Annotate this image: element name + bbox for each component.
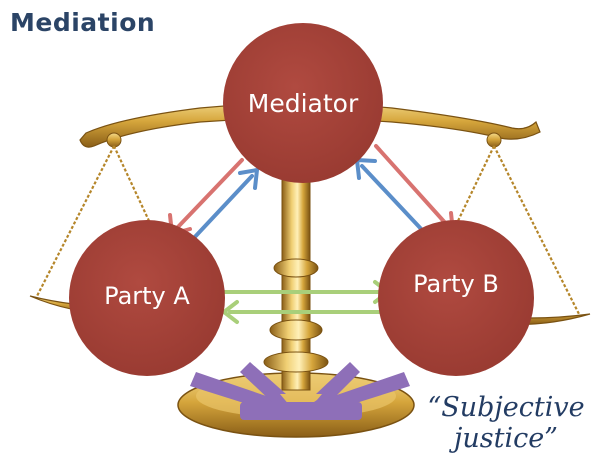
arrows-converging-to-base <box>190 362 410 420</box>
column-ring-lower <box>269 319 323 341</box>
arrow-party-b-to-mediator <box>355 158 426 234</box>
beam-end-left <box>106 132 122 148</box>
beam-end-right <box>486 132 502 148</box>
chain-right-outer <box>493 145 581 317</box>
node-mediator: Mediator <box>223 23 383 183</box>
column-ring-upper <box>273 258 319 278</box>
node-party-b-label: Party B <box>413 270 499 298</box>
arrow-party-b-to-party-a <box>222 300 386 324</box>
note-line-2: justice” <box>453 423 558 454</box>
diagram-title: Mediation <box>10 8 156 37</box>
node-party-a-label: Party A <box>104 282 190 310</box>
node-mediator-label: Mediator <box>248 89 359 118</box>
node-party-b: Party B <box>378 220 534 376</box>
purple-arrow-base <box>240 402 362 420</box>
note-line-1: “Subjective <box>427 392 585 423</box>
node-party-a: Party A <box>69 220 225 376</box>
chain-left-outer <box>35 145 115 299</box>
subjective-justice-note: “Subjective justice” <box>408 392 604 454</box>
column-ring-base <box>263 351 329 373</box>
arrow-party-a-to-mediator <box>190 168 259 242</box>
